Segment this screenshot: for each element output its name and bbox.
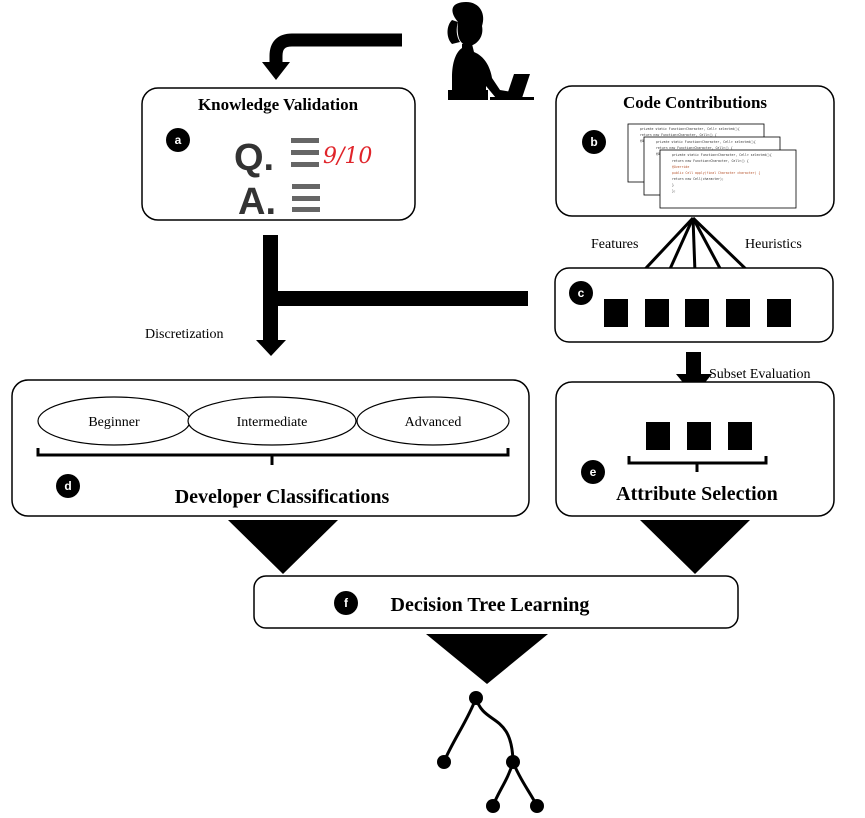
level-beginner-label: Beginner <box>88 415 140 430</box>
levels-bracket <box>36 448 510 465</box>
arrow-e-to-f <box>640 520 750 574</box>
knowledge-validation-box: Knowledge Validation a Q. 9/10 A. <box>141 87 416 223</box>
code-line: return new Function<Character, Cell>() { <box>656 146 733 150</box>
code-line: public Cell apply(final Character charac… <box>672 171 760 175</box>
level-advanced <box>356 396 510 446</box>
code-page: private static Function<Character, Cell>… <box>659 149 797 209</box>
badge-d <box>56 474 80 498</box>
badge-d-label: d <box>64 479 71 493</box>
developer-classifications-title: Developer Classifications <box>175 486 390 508</box>
answer-letter: A. <box>238 181 276 223</box>
code-line: private static Function<Character, Cell>… <box>656 140 756 144</box>
selected-attribute-squares <box>646 422 752 450</box>
feature-squares <box>604 299 791 327</box>
code-line: private static Function<Character, Cell>… <box>672 153 772 157</box>
code-snippet-icon: private static Function<Character, Cell>… <box>627 123 797 209</box>
heuristics-label: Heuristics <box>745 237 802 252</box>
badge-e-label: e <box>590 465 597 479</box>
code-line: return new Function<Character, Cell>() { <box>672 159 749 163</box>
attribute-selection-box: e Attribute Selection <box>555 381 835 517</box>
decision-tree-learning-title: Decision Tree Learning <box>391 594 590 616</box>
level-advanced-label: Advanced <box>405 415 462 430</box>
knowledge-validation-title: Knowledge Validation <box>198 95 359 114</box>
badge-b-label: b <box>590 135 597 149</box>
arrow-validation-to-classifications <box>256 235 528 356</box>
code-line: } <box>672 183 674 187</box>
decision-tree-icon <box>437 691 544 813</box>
code-line: return new Function<Character, Cell>() { <box>640 133 717 137</box>
code-line: }; <box>672 189 676 193</box>
developer-at-laptop-icon <box>447 2 534 100</box>
badge-c <box>569 281 593 305</box>
badge-f-label: f <box>344 596 349 610</box>
badge-a <box>166 128 190 152</box>
code-contributions-title: Code Contributions <box>623 93 767 112</box>
developer-classifications-box: Beginner Intermediate Advanced d Develop… <box>11 379 530 517</box>
badge-b <box>582 130 606 154</box>
badge-a-label: a <box>175 133 182 147</box>
level-intermediate-label: Intermediate <box>237 415 308 430</box>
subset-evaluation-label: Subset Evaluation <box>709 367 811 382</box>
code-line: private static Function<Character, Cell>… <box>640 127 740 131</box>
score-text: 9/10 <box>323 144 372 169</box>
arrow-f-to-tree <box>426 634 548 684</box>
decision-tree-learning-box: f Decision Tree Learning <box>253 575 739 629</box>
question-letter: Q. <box>234 137 274 179</box>
badge-c-label: c <box>578 286 585 300</box>
attribute-selection-title: Attribute Selection <box>616 483 778 505</box>
arrow-developer-to-validation <box>262 33 402 80</box>
badge-f <box>334 591 358 615</box>
code-line: @Override <box>672 165 689 169</box>
discretization-label: Discretization <box>145 327 224 342</box>
code-contributions-box: Code Contributions b private static Func… <box>555 85 835 217</box>
code-line: return new Cell(character); <box>672 177 724 181</box>
features-label: Features <box>591 237 638 252</box>
arrow-d-to-f <box>228 520 338 574</box>
question-lines-icon <box>291 138 319 167</box>
level-intermediate <box>187 396 357 446</box>
feature-extraction-box: c <box>554 267 834 343</box>
badge-e <box>581 460 605 484</box>
answer-lines-icon <box>292 184 320 212</box>
attributes-bracket <box>627 456 768 472</box>
